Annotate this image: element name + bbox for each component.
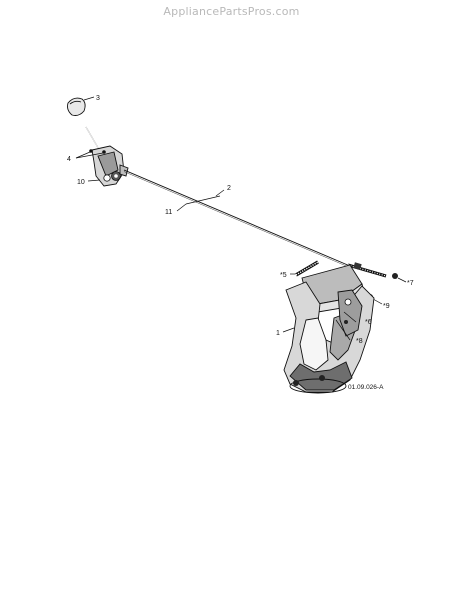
knob-part	[67, 96, 95, 116]
callout-11: 11	[165, 209, 172, 216]
screws-part	[75, 149, 106, 159]
shift-cable-part	[123, 169, 351, 268]
callout-1: 1	[276, 330, 280, 337]
callout-10: 10	[77, 179, 85, 186]
leader-lines	[87, 179, 357, 341]
callout-9: *9	[383, 303, 390, 310]
bracket-part	[91, 145, 129, 187]
diagram-code: 01.09.026-A	[348, 384, 384, 391]
spring-pin-part	[290, 260, 319, 277]
callout-5: *5	[280, 272, 287, 279]
chute-assembly-part	[283, 264, 375, 394]
callout-4: 4	[67, 156, 71, 163]
callout-8: *8	[356, 338, 363, 345]
callout-7: *7	[407, 280, 414, 287]
cable-threaded-end	[347, 262, 387, 278]
callout-6: *6	[365, 319, 372, 326]
watermark-text: AppliancePartsPros.com	[163, 5, 300, 18]
nut-part	[392, 273, 407, 283]
callout-2: 2	[227, 185, 231, 192]
callout-3: 3	[96, 95, 100, 102]
